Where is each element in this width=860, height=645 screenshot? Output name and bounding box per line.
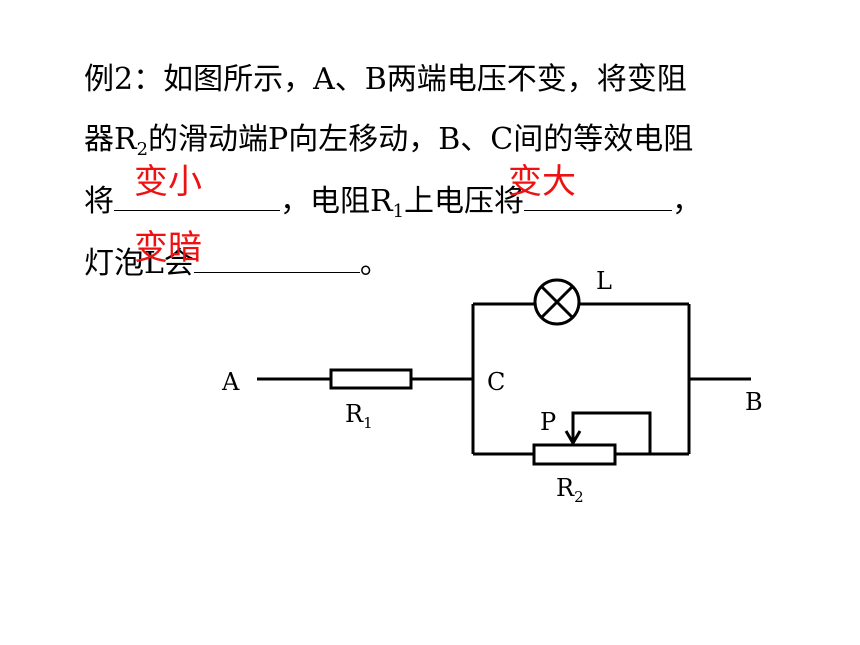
answer-blank-1: [114, 184, 280, 211]
question-text-2b: 的滑动端P向左移动，B、C间的等效电阻: [148, 122, 694, 157]
answer-1: 变小: [134, 162, 202, 202]
label-r2: R2: [556, 474, 584, 506]
question-text-4a: 灯泡L会: [84, 246, 194, 281]
question-text-1: 例2：如图所示，A、B两端电压不变，将变阻: [84, 62, 687, 97]
question-text-4b: 。: [359, 246, 390, 281]
question-line-3: 将 ，电阻R1上电压将 ，: [84, 182, 702, 232]
answer-blank-2: [524, 184, 673, 211]
question-line-4: 灯泡L会 。: [84, 244, 390, 284]
label-a: A: [221, 368, 240, 396]
label-p: P: [540, 408, 556, 436]
label-c: C: [487, 368, 505, 396]
question-line-1: 例2：如图所示，A、B两端电压不变，将变阻: [84, 60, 687, 100]
answer-3: 变暗: [134, 228, 202, 268]
question-text-3b: ，电阻R: [280, 184, 393, 219]
slider-wire: [571, 411, 652, 454]
label-l: L: [596, 267, 612, 295]
subscript-2: 2: [136, 139, 149, 160]
answer-blank-3: [193, 246, 360, 273]
answer-2: 变大: [508, 162, 576, 202]
label-r1-sub: 1: [363, 414, 373, 432]
resistor-r2: [532, 443, 617, 466]
label-r1: R1: [345, 400, 373, 432]
question-text-3c: 上电压将: [404, 184, 525, 219]
label-r2-sub: 2: [574, 488, 584, 506]
label-b: B: [745, 388, 763, 416]
subscript-1: 1: [392, 201, 405, 222]
question-text-2a: 器R: [84, 122, 137, 157]
question-text-3d: ，: [672, 184, 703, 219]
label-r2-main: R: [556, 474, 575, 502]
resistor-r1: [329, 368, 413, 390]
question-line-2: 器R2的滑动端P向左移动，B、C间的等效电阻: [84, 120, 693, 170]
lamp-cross-2: [539, 284, 575, 320]
label-r1-main: R: [345, 400, 364, 428]
slider-arrow-icon: [564, 430, 582, 446]
question-text-3a: 将: [84, 184, 114, 219]
